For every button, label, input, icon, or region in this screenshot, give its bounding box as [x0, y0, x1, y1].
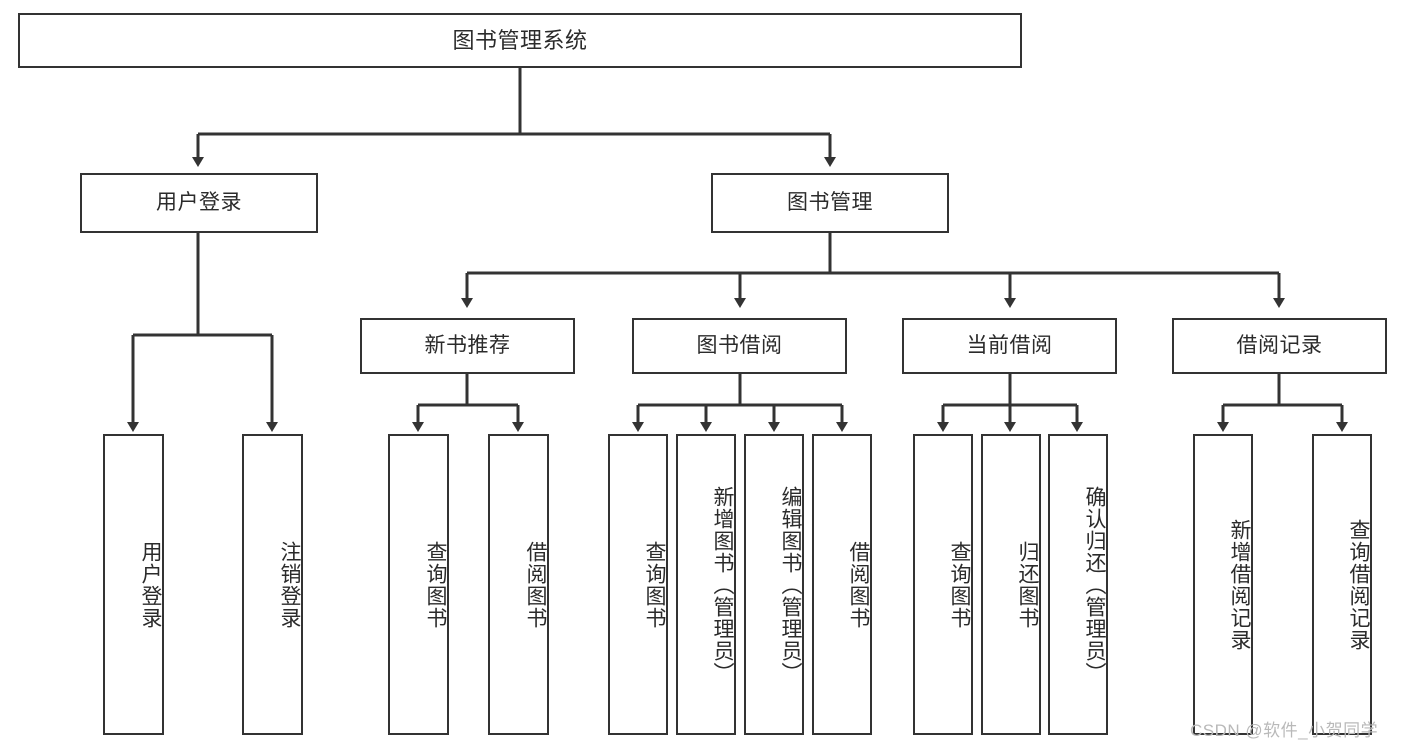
csdn-watermark: CSDN @软件_小贺同学 — [1190, 721, 1379, 740]
node-leaf-query-book-current[interactable]: 查询图书 — [913, 434, 973, 735]
node-leaf-logout[interactable]: 注销登录 — [242, 434, 303, 735]
node-root-book-management-system[interactable]: 图书管理系统 — [18, 13, 1022, 68]
node-leaf-edit-book-admin[interactable]: 编辑图书（管理员） — [744, 434, 804, 735]
node-leaf-query-borrow-record[interactable]: 查询借阅记录 — [1312, 434, 1372, 735]
node-leaf-query-book-rec[interactable]: 查询图书 — [388, 434, 449, 735]
node-book-management[interactable]: 图书管理 — [711, 173, 949, 233]
node-leaf-confirm-return-admin[interactable]: 确认归还（管理员） — [1048, 434, 1108, 735]
node-leaf-add-book-admin[interactable]: 新增图书（管理员） — [676, 434, 736, 735]
node-book-borrowing[interactable]: 图书借阅 — [632, 318, 847, 374]
node-leaf-add-borrow-record[interactable]: 新增借阅记录 — [1193, 434, 1253, 735]
node-current-borrowing[interactable]: 当前借阅 — [902, 318, 1117, 374]
node-borrowing-record[interactable]: 借阅记录 — [1172, 318, 1387, 374]
node-new-book-recommendation[interactable]: 新书推荐 — [360, 318, 575, 374]
node-leaf-query-book-borrow[interactable]: 查询图书 — [608, 434, 668, 735]
node-leaf-borrow-book[interactable]: 借阅图书 — [812, 434, 872, 735]
node-leaf-borrow-book-rec[interactable]: 借阅图书 — [488, 434, 549, 735]
node-leaf-return-book[interactable]: 归还图书 — [981, 434, 1041, 735]
node-user-login[interactable]: 用户登录 — [80, 173, 318, 233]
node-leaf-user-login[interactable]: 用户登录 — [103, 434, 164, 735]
